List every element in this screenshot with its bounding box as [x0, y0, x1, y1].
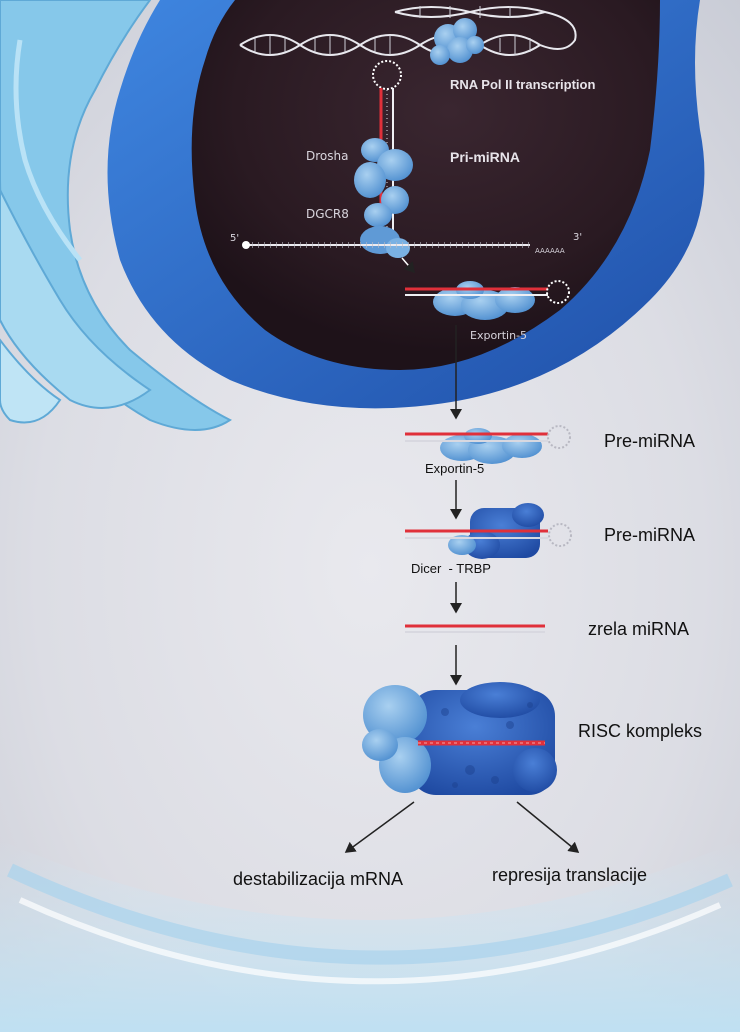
label-risc-kompleks: RISC kompleks — [578, 722, 702, 740]
label-rna-pol-ii-transcription: RNA Pol II transcription — [450, 78, 595, 91]
label-poly-a: AAAAAA — [535, 248, 565, 255]
label-drosha: Drosha — [306, 150, 348, 162]
label-pri-mirna: Pri-miRNA — [450, 150, 520, 164]
label-dgcr8: DGCR8 — [306, 208, 349, 220]
label-pre-mirna-1: Pre-miRNA — [604, 432, 695, 450]
label-exportin-5: Exportin-5 — [425, 462, 484, 475]
risc-complex — [362, 682, 557, 795]
label-exportin-5-nucleus: Exportin-5 — [470, 330, 527, 341]
label-zrela-mirna: zrela miRNA — [588, 620, 689, 638]
label-pre-mirna-2: Pre-miRNA — [604, 526, 695, 544]
label-three-prime: 3' — [573, 233, 582, 243]
label-represija-translacije: represija translacije — [492, 866, 647, 884]
label-dicer-trbp: Dicer - TRBP — [411, 562, 491, 575]
label-five-prime: 5' — [230, 234, 239, 244]
label-destabilizacija-mrna: destabilizacija mRNA — [233, 870, 403, 888]
